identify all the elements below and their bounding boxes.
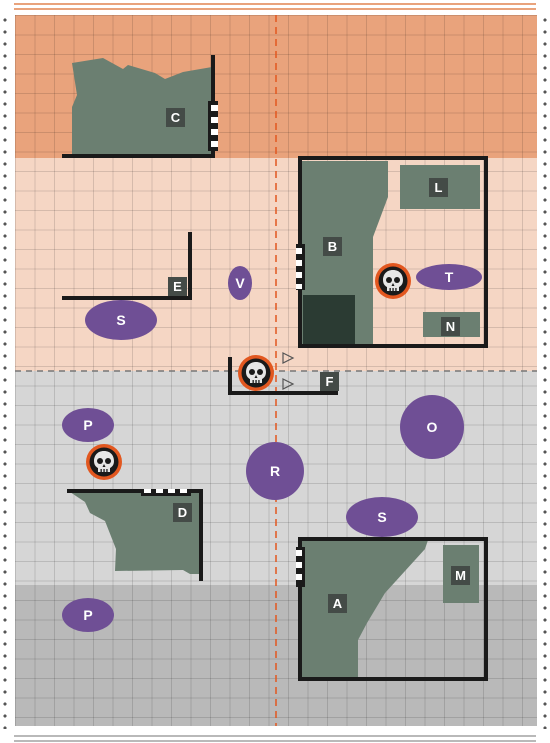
terrain-label-b: B xyxy=(323,237,342,256)
terrain-label-l: L xyxy=(429,178,448,197)
wall-a-left xyxy=(298,537,302,681)
objective-p-upper[interactable]: P xyxy=(62,408,114,442)
objective-r[interactable]: R xyxy=(246,442,304,500)
wall-a-right xyxy=(484,537,488,681)
terrain-label-f: F xyxy=(320,372,339,391)
wall-e-bottom xyxy=(62,296,192,300)
objective-s-top[interactable]: S xyxy=(85,300,157,340)
bottom-border-line xyxy=(14,735,536,737)
objective-v[interactable]: V xyxy=(228,266,252,300)
ruin-a xyxy=(302,540,428,678)
wall-b-top xyxy=(298,156,488,160)
left-dotted-border xyxy=(2,14,8,729)
ruin-d xyxy=(70,492,201,574)
wall-d-top xyxy=(67,489,203,493)
hatch-d xyxy=(141,489,191,496)
wall-a-top xyxy=(298,537,488,541)
wall-d-right xyxy=(199,489,203,581)
objective-p-lower[interactable]: P xyxy=(62,598,114,632)
wall-b-bottom xyxy=(298,344,488,348)
hatch-b xyxy=(296,244,305,290)
skull-icon[interactable] xyxy=(374,262,412,300)
right-dotted-border xyxy=(542,14,548,729)
wall-e-right xyxy=(188,232,192,300)
ruin-b-dark-section xyxy=(303,295,355,344)
wall-f-left xyxy=(228,357,232,395)
objective-o[interactable]: O xyxy=(400,395,464,459)
terrain-label-d: D xyxy=(173,503,192,522)
terrain-label-m: M xyxy=(451,566,470,585)
top-border-line-2 xyxy=(14,8,536,10)
skull-icon[interactable] xyxy=(85,443,123,481)
hatch-a xyxy=(296,547,305,587)
hatch-c xyxy=(208,101,218,151)
skull-icon[interactable] xyxy=(237,354,275,392)
triangle-arrow-icon xyxy=(282,378,295,390)
objective-t[interactable]: T xyxy=(416,264,482,290)
objective-s-bottom[interactable]: S xyxy=(346,497,418,537)
wall-f-bottom xyxy=(228,391,338,395)
terrain-label-c: C xyxy=(166,108,185,127)
terrain-label-e: E xyxy=(168,277,187,296)
wall-c-bottom xyxy=(62,154,215,158)
game-board: C B L N E F D A M V S T P R O S P xyxy=(15,15,537,726)
ruin-c xyxy=(72,58,212,155)
terrain-label-n: N xyxy=(441,317,460,336)
top-border-line xyxy=(14,3,536,5)
terrain-label-a: A xyxy=(328,594,347,613)
wall-a-bottom xyxy=(298,677,488,681)
terrain-layer xyxy=(15,15,537,726)
triangle-arrow-icon xyxy=(282,352,295,364)
wall-b-right xyxy=(484,156,488,348)
bottom-border-line-2 xyxy=(14,740,536,742)
